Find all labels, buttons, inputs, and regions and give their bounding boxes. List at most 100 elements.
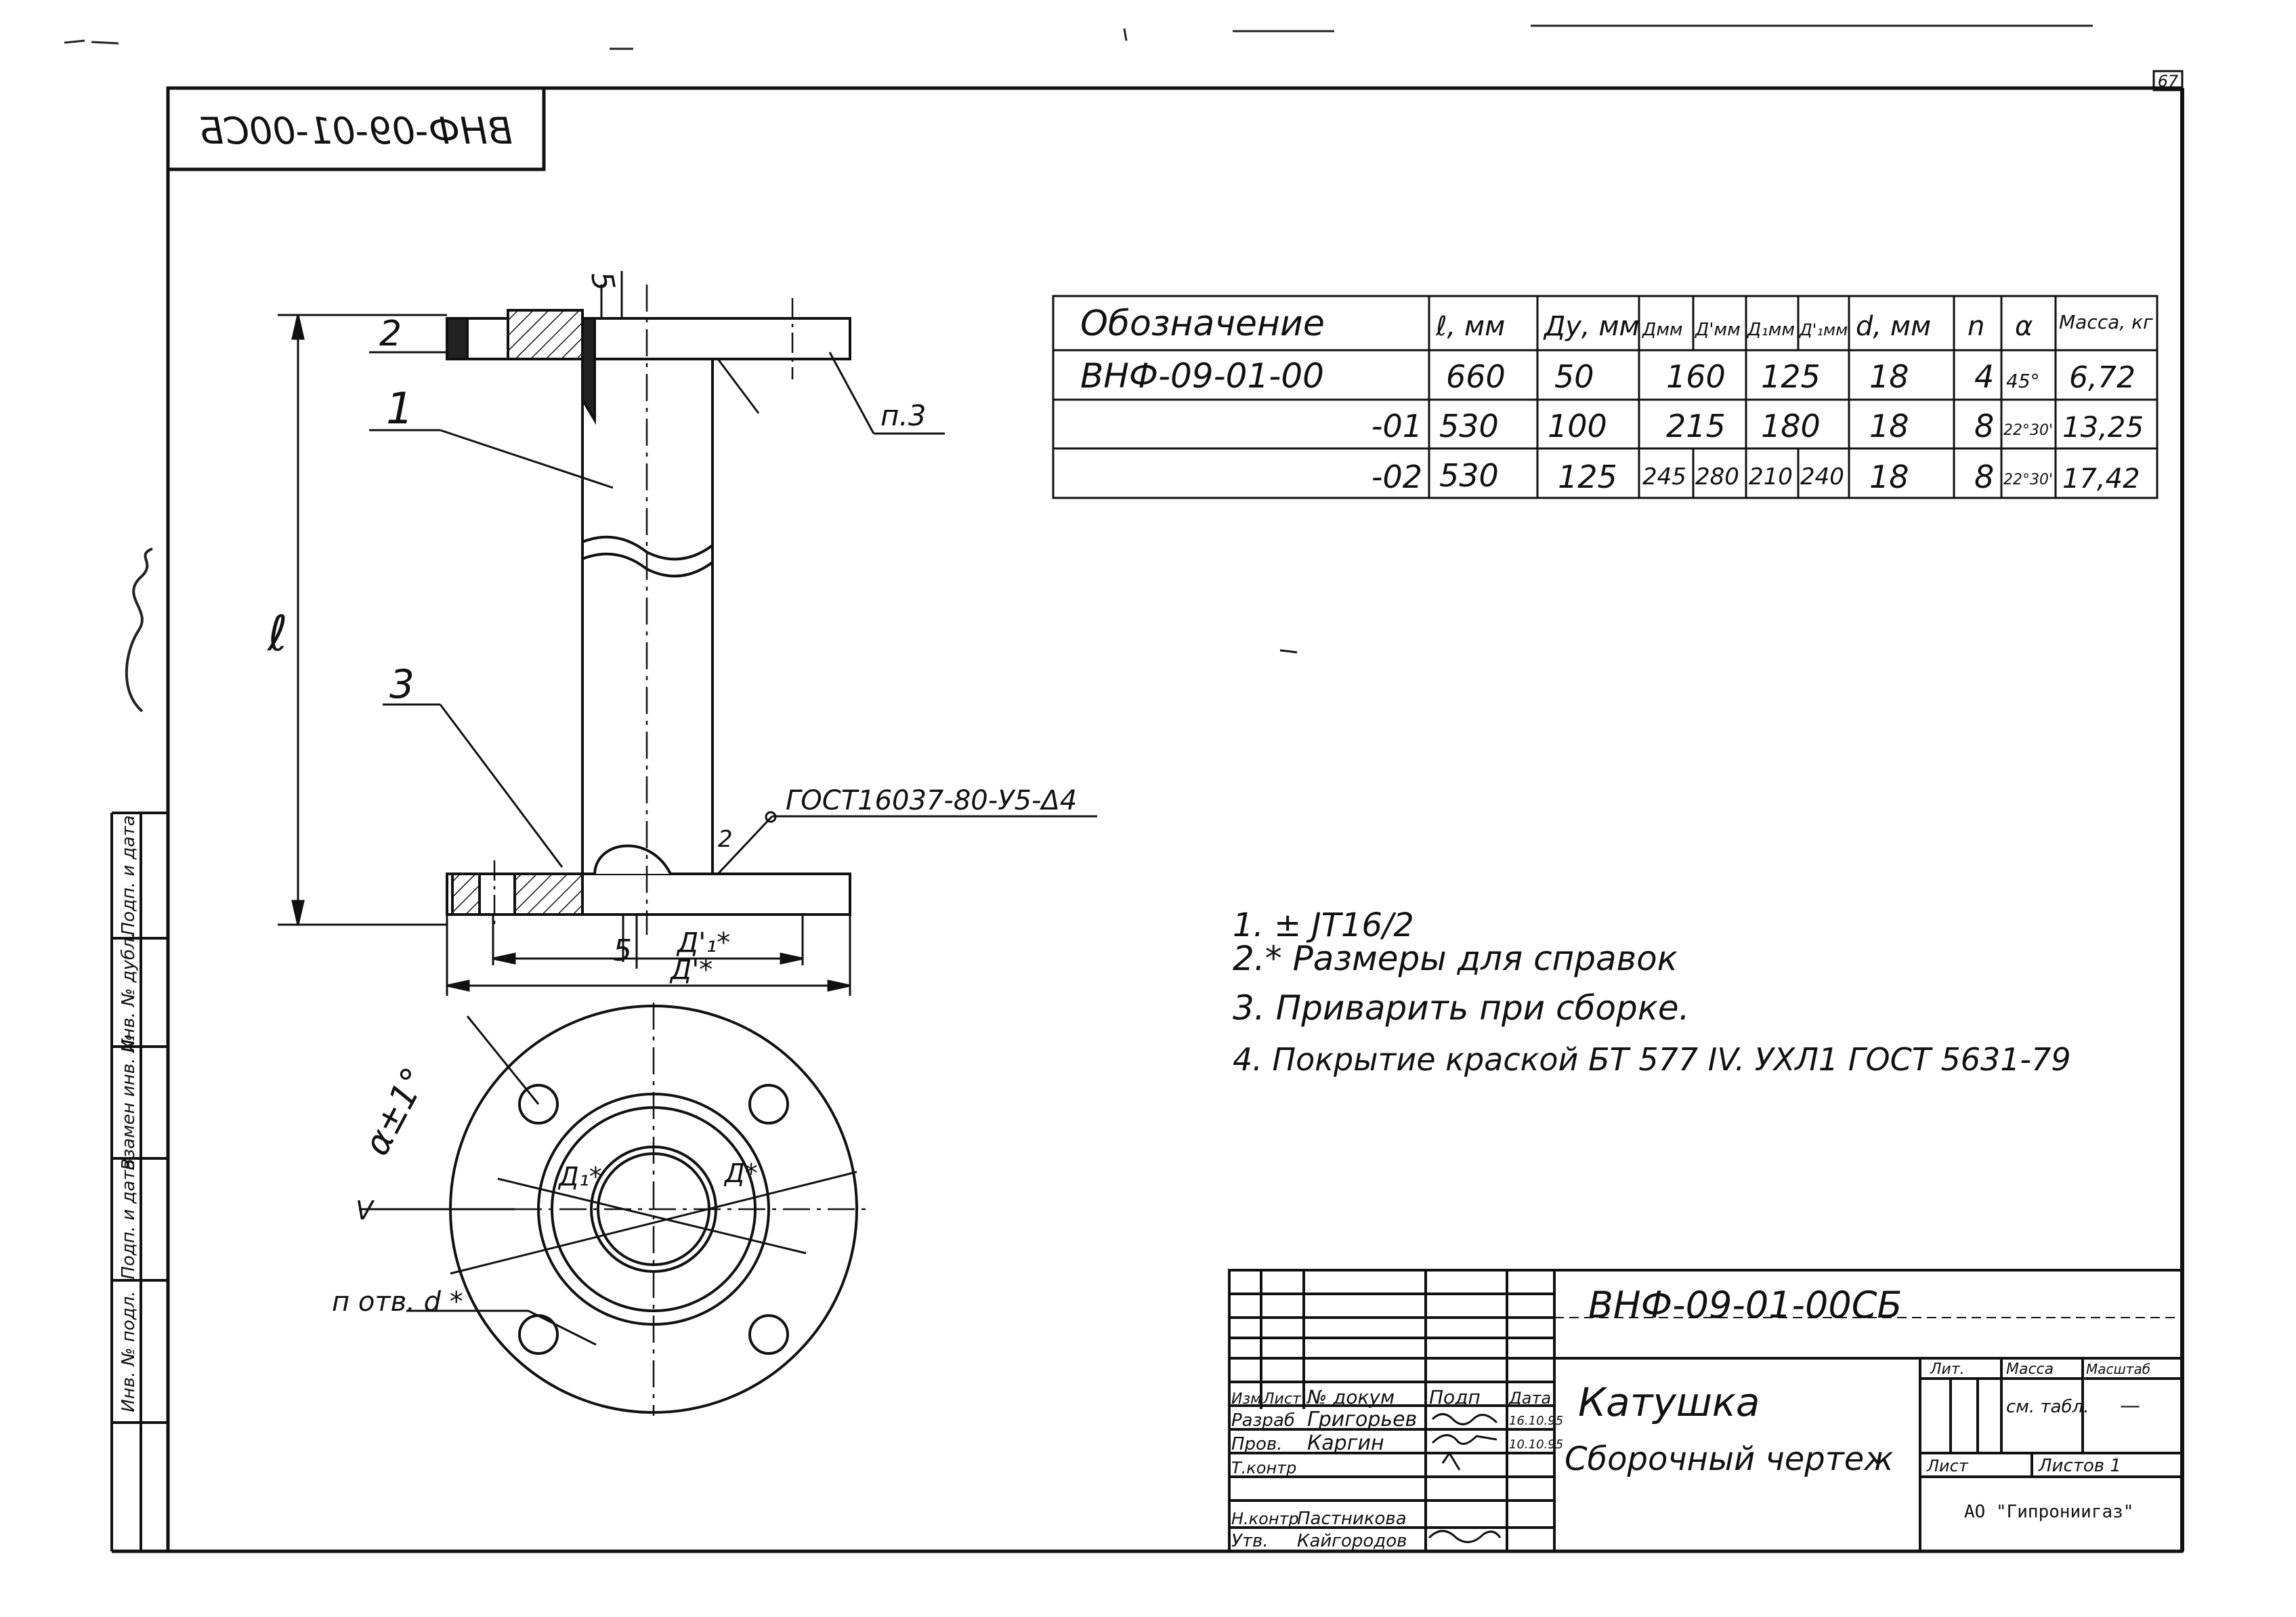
org-name: АО "Гипрониигаз" (1964, 1502, 2133, 1522)
header-d1-prime: Д'₁мм (1799, 320, 1848, 339)
header-alpha: α (2015, 311, 2033, 342)
row2-d-prime: 280 (1695, 463, 1739, 490)
scan-marks (64, 24, 2093, 50)
row1-du: 100 (1548, 408, 1607, 444)
note-ref-p3: п.3 (880, 399, 927, 432)
row0-n: 4 (1974, 358, 1994, 395)
bolt-hole-4 (748, 1314, 789, 1355)
section-mark: V (356, 1196, 375, 1225)
row0-d1: 125 (1761, 358, 1821, 395)
row1-alpha: 22°30' (2003, 422, 2053, 439)
row0-alpha: 45° (2006, 370, 2040, 392)
side-cell-3: Взамен инв. № (119, 1034, 139, 1170)
role-4: Утв. (1231, 1531, 1269, 1551)
name-3: Пастникова (1297, 1509, 1407, 1529)
row0-hole: 18 (1869, 358, 1909, 395)
row2-d: 245 (1642, 463, 1686, 490)
date-0: 16.10.95 (1509, 1414, 1563, 1428)
row2-alpha: 22°30' (2003, 471, 2053, 488)
spec-table-headers: Обозначение ℓ, мм Ду, мм Дмм Д'мм Д₁мм Д… (1080, 303, 2153, 344)
top-stamp-code: ВНФ-09-01-00СБ (198, 110, 512, 152)
weld-s-top: 5 (584, 269, 621, 293)
lit-label: Лит. (1930, 1361, 1965, 1378)
bolt-hole-3 (518, 1314, 559, 1355)
header-mass: Масса, кг (2059, 311, 2153, 333)
header-d1: Д₁мм (1747, 320, 1795, 340)
stray-mark (1279, 649, 1298, 654)
title-block-grid (1228, 1269, 2184, 1553)
side-strip (110, 812, 168, 1551)
length-dimension (278, 314, 447, 926)
title-signatures (1428, 1413, 1502, 1543)
row2-n: 8 (1974, 459, 1994, 495)
header-l: ℓ, мм (1435, 311, 1505, 342)
flange-plan-view (359, 1003, 870, 1416)
row1-l: 530 (1439, 408, 1499, 444)
side-cell-2: Инв. № дубл. (119, 932, 139, 1053)
header-hole: d, мм (1856, 311, 1931, 342)
row2-d1-prime: 240 (1800, 463, 1844, 490)
date-1: 10.10.95 (1509, 1437, 1563, 1452)
row2-du: 125 (1558, 459, 1617, 495)
header-d-prime: Д'мм (1695, 320, 1741, 340)
mass-label: Масса (2006, 1361, 2054, 1378)
side-strip-labels: Подп. и дата Инв. № дубл. Взамен инв. № … (119, 815, 139, 1412)
header-designation: Обозначение (1080, 303, 1325, 344)
row0-l: 660 (1446, 358, 1506, 395)
col-doc: № докум (1306, 1386, 1395, 1408)
row0-d: 160 (1666, 358, 1726, 395)
position-2-label: 2 (379, 314, 402, 354)
weld-size-marks (600, 271, 638, 969)
pipe-elevation (446, 285, 851, 935)
side-signature (125, 547, 153, 713)
sheet-label: Лист (1926, 1456, 1969, 1475)
leaders (369, 351, 1097, 875)
page-number-box: 67 (2152, 70, 2184, 91)
row1-d: 215 (1666, 408, 1726, 444)
role-3: Н.контр (1231, 1509, 1299, 1528)
position-3-label: 3 (389, 661, 414, 707)
row1-n: 8 (1974, 408, 1994, 444)
row0-mass: 6,72 (2069, 360, 2135, 395)
col-izm: Изм (1231, 1391, 1262, 1408)
sheets-label: Листов 1 (2038, 1456, 2121, 1476)
weld-mark: 2 (718, 826, 733, 853)
row1-d1: 180 (1761, 408, 1821, 444)
name-1: Каргин (1307, 1431, 1384, 1455)
col-date: Дата (1508, 1389, 1551, 1408)
technical-notes: 1. ± JT16/2 2.* Размеры для справок 3. П… (1233, 906, 2071, 1078)
doc-name: Катушка (1578, 1379, 1760, 1425)
d1-center-label: Д₁* (557, 1162, 602, 1192)
scale-label: Масштаб (2086, 1361, 2150, 1377)
row1-designation: -01 (1372, 408, 1422, 444)
role-0: Разраб (1231, 1410, 1295, 1431)
name-0: Григорьев (1307, 1408, 1417, 1431)
top-stamp: ВНФ-09-01-00СБ (166, 86, 546, 171)
note-3: 3. Приварить при сборке. (1233, 988, 1690, 1028)
side-cell-5: Инв. № подл. (119, 1290, 139, 1412)
role-1: Пров. (1231, 1434, 1283, 1454)
row2-hole: 18 (1869, 459, 1909, 495)
note-1: 1. ± JT16/2 (1233, 906, 1414, 944)
title-block-text: ВНФ-09-01-00СБ Катушка Сборочный чертеж … (1231, 1284, 2150, 1551)
spec-table-grid (1052, 295, 2159, 499)
note-2: 2.* Размеры для справок (1233, 939, 1678, 978)
row2-l: 530 (1439, 457, 1499, 494)
dim-d-prime: Д'* (669, 954, 713, 986)
col-sign: Подп (1429, 1386, 1481, 1408)
weld-s-bottom: 5 (613, 933, 632, 968)
row0-du: 50 (1554, 358, 1594, 395)
dim-d1-prime: Д'₁* (676, 927, 730, 959)
doc-code: ВНФ-09-01-00СБ (1588, 1284, 1902, 1326)
length-label: ℓ (266, 605, 288, 662)
note-4: 4. Покрытие краской БТ 577 IV. УХЛ1 ГОСТ… (1233, 1041, 2071, 1078)
header-d: Дмм (1642, 320, 1683, 340)
holes-label: п отв. d * (332, 1286, 463, 1318)
page-number: 67 (2158, 72, 2179, 91)
bolt-hole-2 (748, 1084, 789, 1125)
role-2: Т.контр (1231, 1458, 1296, 1477)
row1-hole: 18 (1869, 408, 1909, 444)
doc-type: Сборочный чертеж (1565, 1440, 1894, 1478)
name-4: Кайгородов (1297, 1531, 1407, 1551)
